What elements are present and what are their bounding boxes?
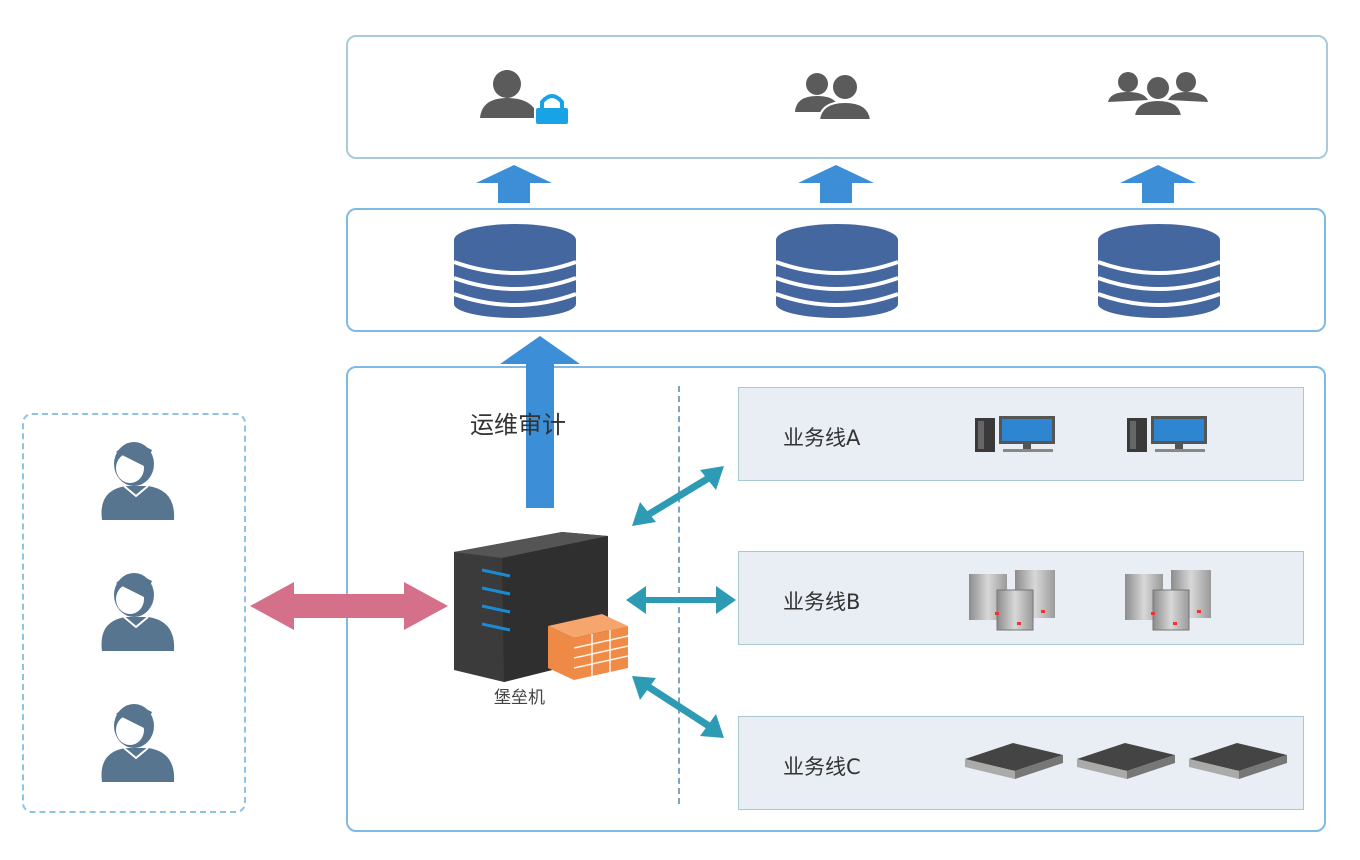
bastion-line-b-arrow[interactable] <box>626 584 736 616</box>
rack-server-icon <box>1189 743 1287 779</box>
server-cluster-icon <box>1125 570 1211 631</box>
audit-label: 运维审计 <box>470 411 566 439</box>
bastion-server-icon <box>454 532 629 682</box>
business-line-label: 业务线B <box>783 590 861 614</box>
up-arrow-icon <box>1120 165 1196 203</box>
bastion-label: 堡垒机 <box>494 688 545 708</box>
operator-icon <box>101 442 175 520</box>
desktop-computer-icon <box>975 416 1055 452</box>
server-cluster-icon <box>969 570 1055 631</box>
business-line-a[interactable]: 业务线A <box>738 387 1304 481</box>
user-lock-icon <box>480 70 568 124</box>
rack-server-icon <box>1077 743 1175 779</box>
business-line-label: 业务线C <box>783 755 861 779</box>
bastion-line-c-arrow[interactable] <box>630 674 726 740</box>
two-users-icon <box>795 73 873 121</box>
business-line-b[interactable]: 业务线B <box>738 551 1304 645</box>
database-icon <box>775 224 899 318</box>
business-line-label: 业务线A <box>783 426 861 450</box>
zone-divider <box>678 386 680 804</box>
up-arrow-icon <box>476 165 552 203</box>
desktop-computer-icon <box>1127 416 1207 452</box>
operator-icon <box>101 704 175 782</box>
audit-up-arrow-icon <box>500 336 580 508</box>
bastion-line-a-arrow[interactable] <box>630 464 726 528</box>
user-group-icon <box>1108 72 1208 117</box>
database-icon <box>453 224 577 318</box>
business-line-c[interactable]: 业务线C <box>738 716 1304 810</box>
operator-bastion-arrow[interactable] <box>250 580 448 632</box>
database-icon <box>1097 224 1221 318</box>
firewall-icon <box>548 614 629 680</box>
operators-panel <box>22 413 246 813</box>
operator-icon <box>101 573 175 651</box>
up-arrow-icon <box>798 165 874 203</box>
rack-server-icon <box>965 743 1063 779</box>
